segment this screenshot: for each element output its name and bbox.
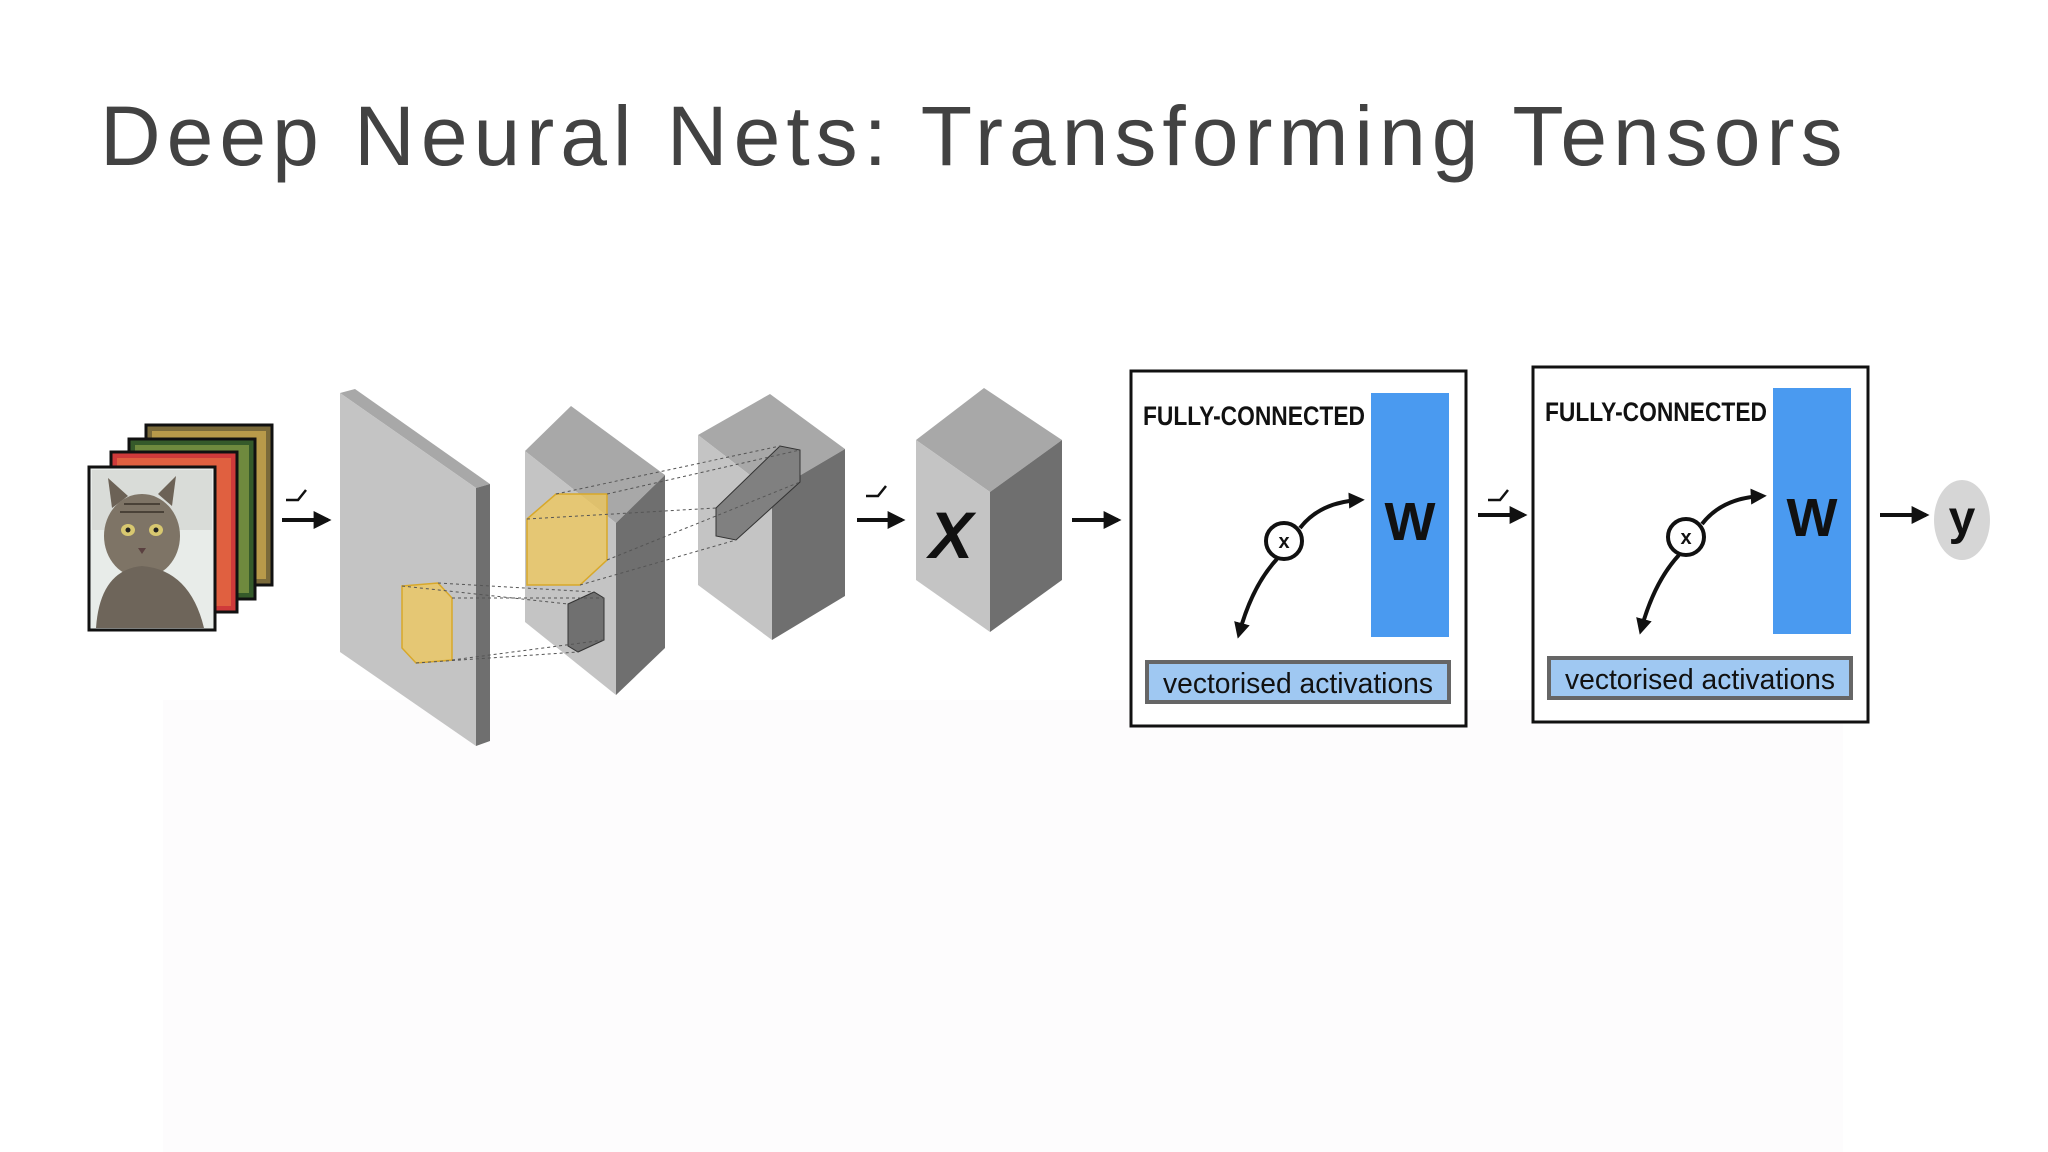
- slide-title: Deep Neural Nets: Transforming Tensors: [100, 89, 1849, 183]
- connection-lines-1: [401, 582, 605, 664]
- receptive-field-1: [401, 582, 453, 664]
- input-image-stack: [87, 423, 274, 632]
- activations-label: vectorised activations: [1565, 664, 1835, 696]
- output-node: y: [1934, 480, 1990, 560]
- background-panel: [163, 700, 1843, 1152]
- relu-arrow-2: [857, 485, 906, 529]
- feature-volume-2: [401, 406, 665, 695]
- cat-icon: [92, 470, 212, 628]
- activations-label: vectorised activations: [1163, 668, 1433, 700]
- fc-block-2: FULLY-CONNECTED W x vectorised activatio…: [1531, 365, 1870, 724]
- fc-heading: FULLY-CONNECTED: [1143, 401, 1365, 431]
- output-label: y: [1949, 492, 1976, 545]
- activations-bar: [1145, 660, 1451, 704]
- multiply-symbol: x: [1278, 531, 1289, 553]
- multiply-node-icon: [1264, 521, 1304, 561]
- weight-matrix: [1773, 388, 1851, 634]
- arrow-to-output: [1636, 553, 1681, 635]
- fc-heading: FULLY-CONNECTED: [1545, 397, 1767, 427]
- weight-matrix: [1371, 393, 1449, 637]
- tensor-x-volume: X: [916, 388, 1062, 632]
- arrow-to-weights: [1700, 488, 1767, 526]
- tensor-x-label: X: [925, 498, 977, 572]
- connection-lines-2: [526, 445, 801, 586]
- relu-icon: [1488, 489, 1509, 502]
- relu-icon: [866, 485, 887, 498]
- activations-bar: [1547, 656, 1853, 700]
- arrow-to-output: [1234, 557, 1279, 639]
- relu-icon: [286, 489, 307, 502]
- weight-label: W: [1787, 488, 1838, 548]
- multiply-node-icon: [1666, 517, 1706, 557]
- feature-volume-1: [340, 389, 490, 746]
- arrow-to-weights: [1298, 492, 1365, 530]
- weight-label: W: [1385, 492, 1436, 552]
- relu-arrow-3: [1478, 489, 1528, 524]
- multiply-symbol: x: [1680, 527, 1691, 549]
- fc-block-1: FULLY-CONNECTED W x vectorised activatio…: [1129, 369, 1468, 728]
- feature-volume-3: [526, 394, 845, 640]
- relu-arrow-1: [282, 489, 332, 529]
- neuron-column-2: [567, 591, 605, 653]
